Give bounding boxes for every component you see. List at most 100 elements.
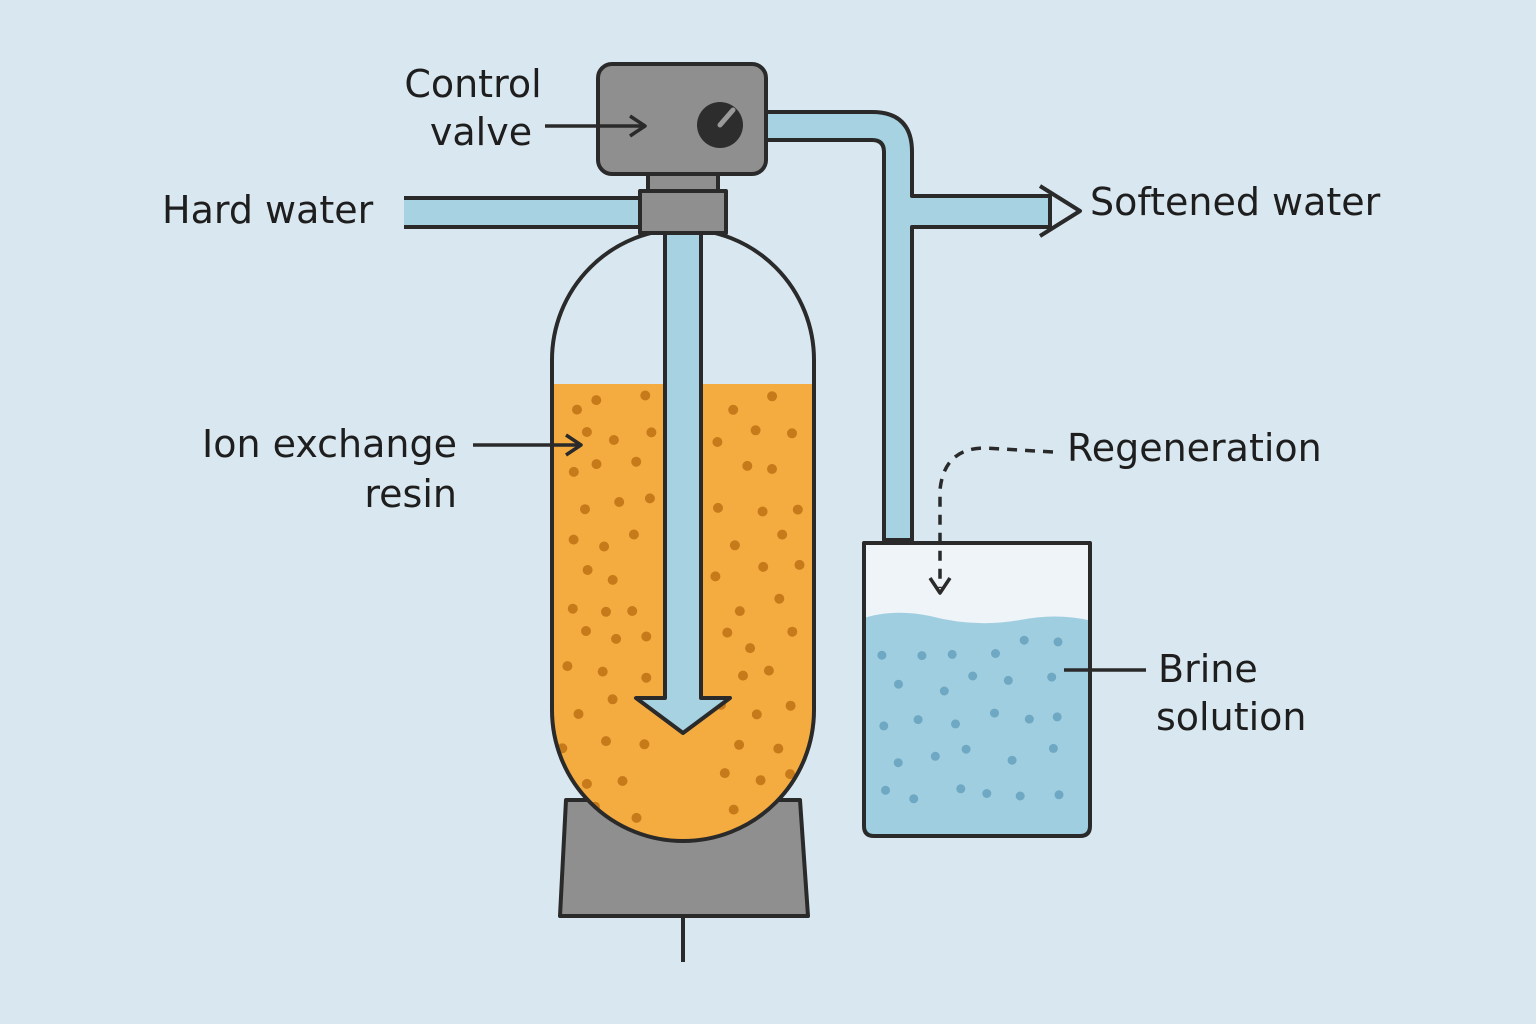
salt-particle: [1007, 755, 1017, 765]
resin-particle: [763, 665, 774, 676]
resin-particle: [742, 460, 753, 471]
salt-particle: [968, 671, 978, 681]
resin-particle: [608, 435, 619, 445]
resin-particle: [631, 456, 642, 467]
resin-particle: [722, 627, 733, 638]
salt-particle: [881, 785, 890, 795]
resin-particle: [767, 391, 778, 402]
resin-particle: [581, 427, 592, 437]
ion-exchange-resin-label-line2: resin: [364, 472, 457, 516]
salt-particle: [877, 650, 887, 660]
resin-particle: [738, 670, 748, 681]
arrow-down-icon: [634, 222, 732, 735]
resin-particle: [617, 776, 628, 786]
resin-particle: [591, 459, 602, 470]
salt-particle: [917, 651, 927, 661]
salt-particle: [1054, 790, 1064, 800]
resin-particle: [599, 541, 610, 552]
resin-particle: [641, 672, 652, 683]
resin-particle: [728, 404, 739, 415]
softened-water-pipe: [766, 110, 1052, 542]
resin-particle: [597, 666, 608, 677]
control-valve-label-line1: Control: [404, 62, 541, 106]
resin-particle: [607, 694, 618, 705]
softened-water-arrowhead: [1038, 184, 1082, 238]
resin-particle: [591, 395, 602, 406]
resin-particle: [767, 464, 777, 474]
control-valve-label-line2: valve: [430, 110, 532, 154]
resin-particle: [757, 506, 768, 517]
salt-particle: [1015, 791, 1025, 801]
resin-particle: [607, 574, 618, 585]
resin-particle: [755, 775, 766, 786]
valve-connector: [638, 189, 728, 235]
resin-particle: [627, 606, 638, 616]
resin-particle: [580, 504, 590, 515]
salt-particle: [991, 649, 1000, 658]
salt-particle: [1003, 675, 1013, 685]
salt-particle: [1053, 637, 1063, 647]
resin-particle: [601, 736, 611, 747]
resin-particle: [750, 425, 761, 436]
resin-particle: [581, 778, 592, 789]
control-valve-pointer: [545, 114, 647, 138]
resin-particle: [719, 768, 730, 779]
resin-particle: [713, 502, 723, 513]
resin-particle: [734, 739, 745, 750]
resin-particle: [777, 529, 788, 540]
resin-particle: [758, 561, 769, 572]
salt-particles: [877, 635, 1064, 804]
resin-particle: [572, 404, 582, 415]
salt-particle: [879, 721, 889, 731]
resin-particle: [562, 661, 573, 672]
salt-particle: [939, 686, 949, 696]
resin-particle: [751, 709, 762, 720]
resin-particle: [787, 626, 798, 637]
salt-particle: [947, 649, 957, 659]
resin-particle: [710, 571, 721, 582]
resin-particle: [644, 493, 655, 504]
salt-particle: [913, 715, 923, 725]
hard-water-inlet-pipe: [404, 196, 644, 229]
regeneration-pointer: [928, 446, 1054, 595]
resin-particle: [614, 497, 625, 507]
salt-particle: [956, 784, 966, 794]
resin-particle: [640, 390, 651, 401]
resin-particle: [601, 606, 611, 617]
salt-particle: [1024, 714, 1034, 724]
salt-particle: [1052, 712, 1062, 722]
salt-particle: [930, 751, 940, 761]
brine-solution-label-line1: Brine: [1158, 647, 1258, 691]
resin-particle: [785, 700, 796, 711]
resin-particle: [646, 427, 657, 438]
resin-particle: [774, 593, 785, 604]
resin-particle: [582, 565, 593, 575]
resin-particle: [792, 504, 803, 515]
resin-particle: [611, 633, 622, 644]
brine-liquid: [864, 612, 1090, 836]
resin-particle: [734, 606, 745, 617]
brine-solution-label-line2: solution: [1156, 695, 1306, 739]
salt-particle: [961, 744, 971, 754]
resin-particle: [785, 769, 796, 780]
resin-particle: [794, 559, 805, 570]
salt-particle: [893, 758, 903, 768]
resin-particle: [787, 428, 797, 439]
salt-particle: [1047, 672, 1057, 682]
salt-particle: [951, 719, 960, 729]
resin-particle: [573, 709, 584, 719]
softened-water-label: Softened water: [1090, 180, 1381, 224]
resin-particle: [631, 812, 642, 823]
dial-icon: [697, 102, 743, 148]
resin-particle: [567, 603, 578, 614]
resin-particle: [729, 540, 740, 551]
salt-particle: [909, 794, 919, 804]
brine-tank: [862, 541, 1092, 838]
ion-exchange-resin-pointer: [473, 433, 583, 457]
resin-particle: [728, 804, 739, 815]
salt-particle: [1048, 743, 1058, 753]
hard-water-label: Hard water: [162, 188, 374, 232]
resin-particle: [628, 529, 639, 540]
resin-particle: [639, 739, 650, 750]
